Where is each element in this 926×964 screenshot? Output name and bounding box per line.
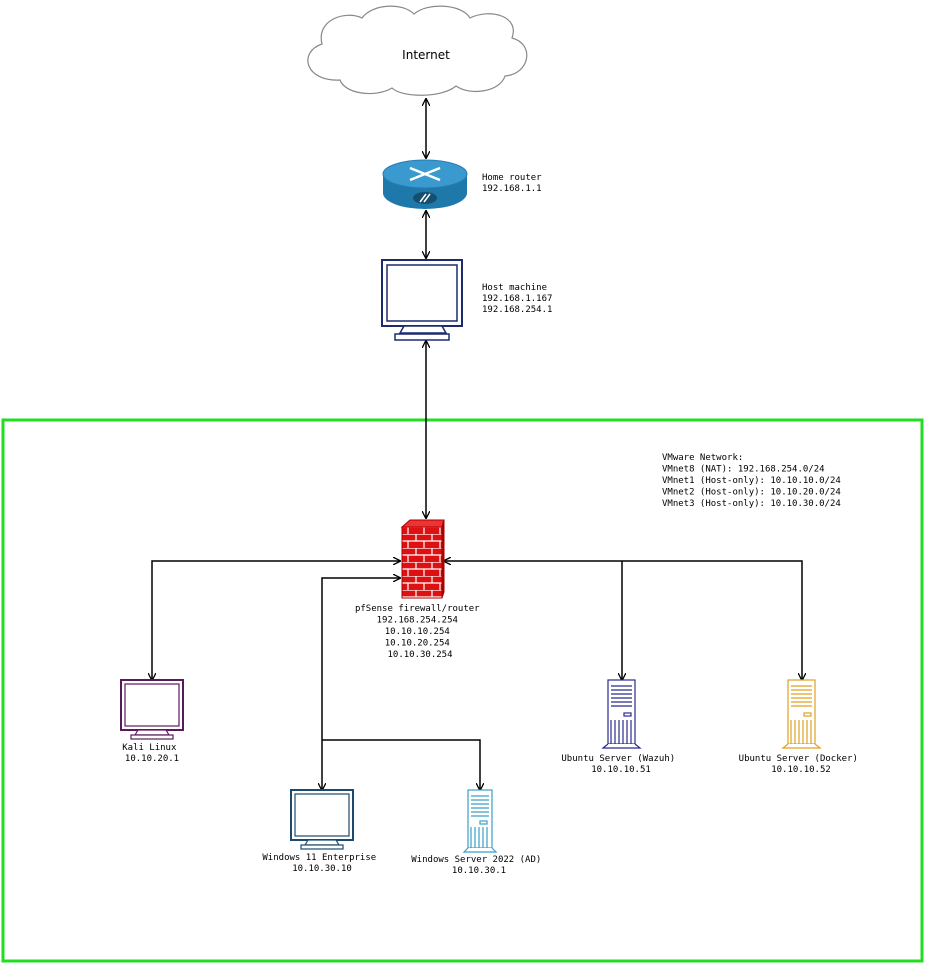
vmware-network-boundary [1,418,924,963]
connections [152,99,802,790]
link-pfsense-win11 [322,578,400,790]
vmware-network-info: VMware Network: VMnet8 (NAT): 192.168.25… [662,453,846,509]
ubuntu-wazuh-tower-icon [601,679,642,749]
ubuntu-wazuh-label: Ubuntu Server (Wazuh) 10.10.10.51 [561,754,680,775]
link-pfsense-docker [444,561,802,680]
kali-linux-monitor-icon [120,679,184,740]
kali-linux-label: Kali Linux 10.10.20.1 [122,743,182,764]
internet-cloud-icon [307,5,528,96]
home-router-label: Home router 192.168.1.1 [482,173,547,194]
pfsense-firewall-icon [400,519,445,599]
windows-server-tower-icon [462,789,498,853]
internet-label: Internet [402,48,450,62]
ubuntu-docker-label: Ubuntu Server (Docker) 10.10.10.52 [739,754,864,775]
host-machine-monitor-icon [381,259,463,341]
link-pfsense-kali [152,561,400,680]
windows-11-label: Windows 11 Enterprise 10.10.30.10 [262,853,381,874]
pfsense-label: pfSense firewall/router 192.168.254.254 … [355,604,485,660]
windows-server-label: Windows Server 2022 (AD) 10.10.30.1 [411,855,546,876]
link-win11-winserver [322,739,480,790]
home-router-icon [382,159,468,209]
windows-11-monitor-icon [290,789,354,850]
ubuntu-docker-tower-icon [781,679,822,749]
host-machine-label: Host machine 192.168.1.167 192.168.254.1 [482,283,558,315]
